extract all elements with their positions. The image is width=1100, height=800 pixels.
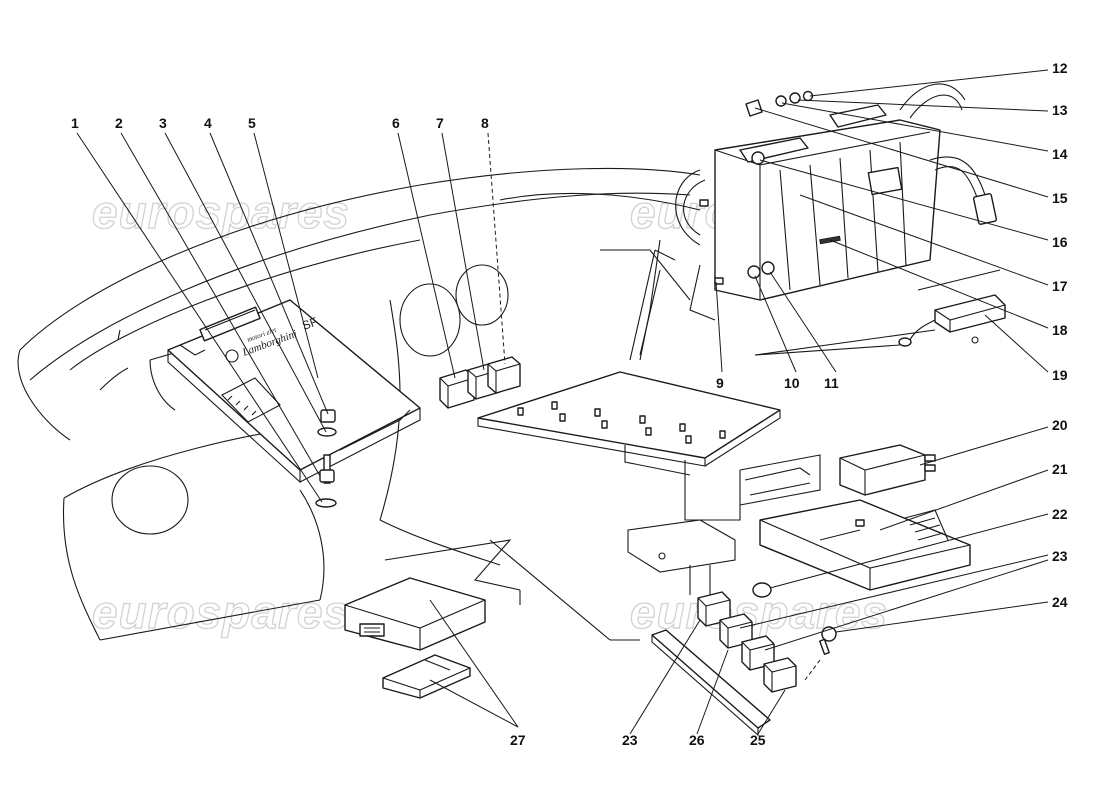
- watermark-left-bottom: eurospares: [92, 586, 350, 638]
- callout-25: 25: [750, 732, 766, 748]
- callout-3: 3: [159, 115, 167, 131]
- callout-13: 13: [1052, 102, 1068, 118]
- callout-8: 8: [481, 115, 489, 131]
- ecu-boxes-27: [344, 539, 521, 699]
- callout-16: 16: [1052, 234, 1068, 250]
- main-module-assembly: [629, 83, 998, 361]
- callout-21: 21: [1052, 461, 1068, 477]
- callout-9: 9: [716, 375, 724, 391]
- watermark-left-top: eurospares: [92, 186, 350, 238]
- callout-10: 10: [784, 375, 800, 391]
- callout-18: 18: [1052, 322, 1068, 338]
- callout-labels: 1 2 3 4 5 6 7 8 9 10 11 12 13 14 15 16 1…: [71, 60, 1068, 748]
- nut-22: [752, 582, 772, 598]
- dashboard-outline: [17, 167, 701, 641]
- callout-17: 17: [1052, 278, 1068, 294]
- module-20: [839, 444, 936, 496]
- callout-7: 7: [436, 115, 444, 131]
- callout-6: 6: [392, 115, 400, 131]
- tray-studs: [517, 401, 726, 444]
- callout-12: 12: [1052, 60, 1068, 76]
- module-21: [759, 499, 971, 591]
- control-unit-lamborghini: motori elet Lamborghini SF: [167, 299, 421, 484]
- relays-6-7-8: [439, 356, 521, 409]
- callout-11: 11: [824, 375, 839, 391]
- callout-14: 14: [1052, 146, 1068, 162]
- callout-23-right: 23: [1052, 548, 1068, 564]
- callout-27: 27: [510, 732, 526, 748]
- ecu-fasteners: [315, 409, 337, 508]
- callout-4: 4: [204, 115, 212, 131]
- leader-lines: [76, 69, 1049, 735]
- screw-24: [819, 626, 837, 655]
- callout-26: 26: [689, 732, 705, 748]
- callout-15: 15: [1052, 190, 1068, 206]
- callout-22: 22: [1052, 506, 1068, 522]
- relays-23-25-26: [651, 591, 821, 737]
- callout-19: 19: [1052, 367, 1068, 383]
- callout-23-bottom: 23: [622, 732, 638, 748]
- callout-20: 20: [1052, 417, 1068, 433]
- callout-1: 1: [71, 115, 79, 131]
- callout-24: 24: [1052, 594, 1068, 610]
- mounting-tray: [477, 371, 821, 600]
- callout-5: 5: [248, 115, 256, 131]
- sensor-18-19: [754, 269, 1006, 356]
- callout-2: 2: [115, 115, 123, 131]
